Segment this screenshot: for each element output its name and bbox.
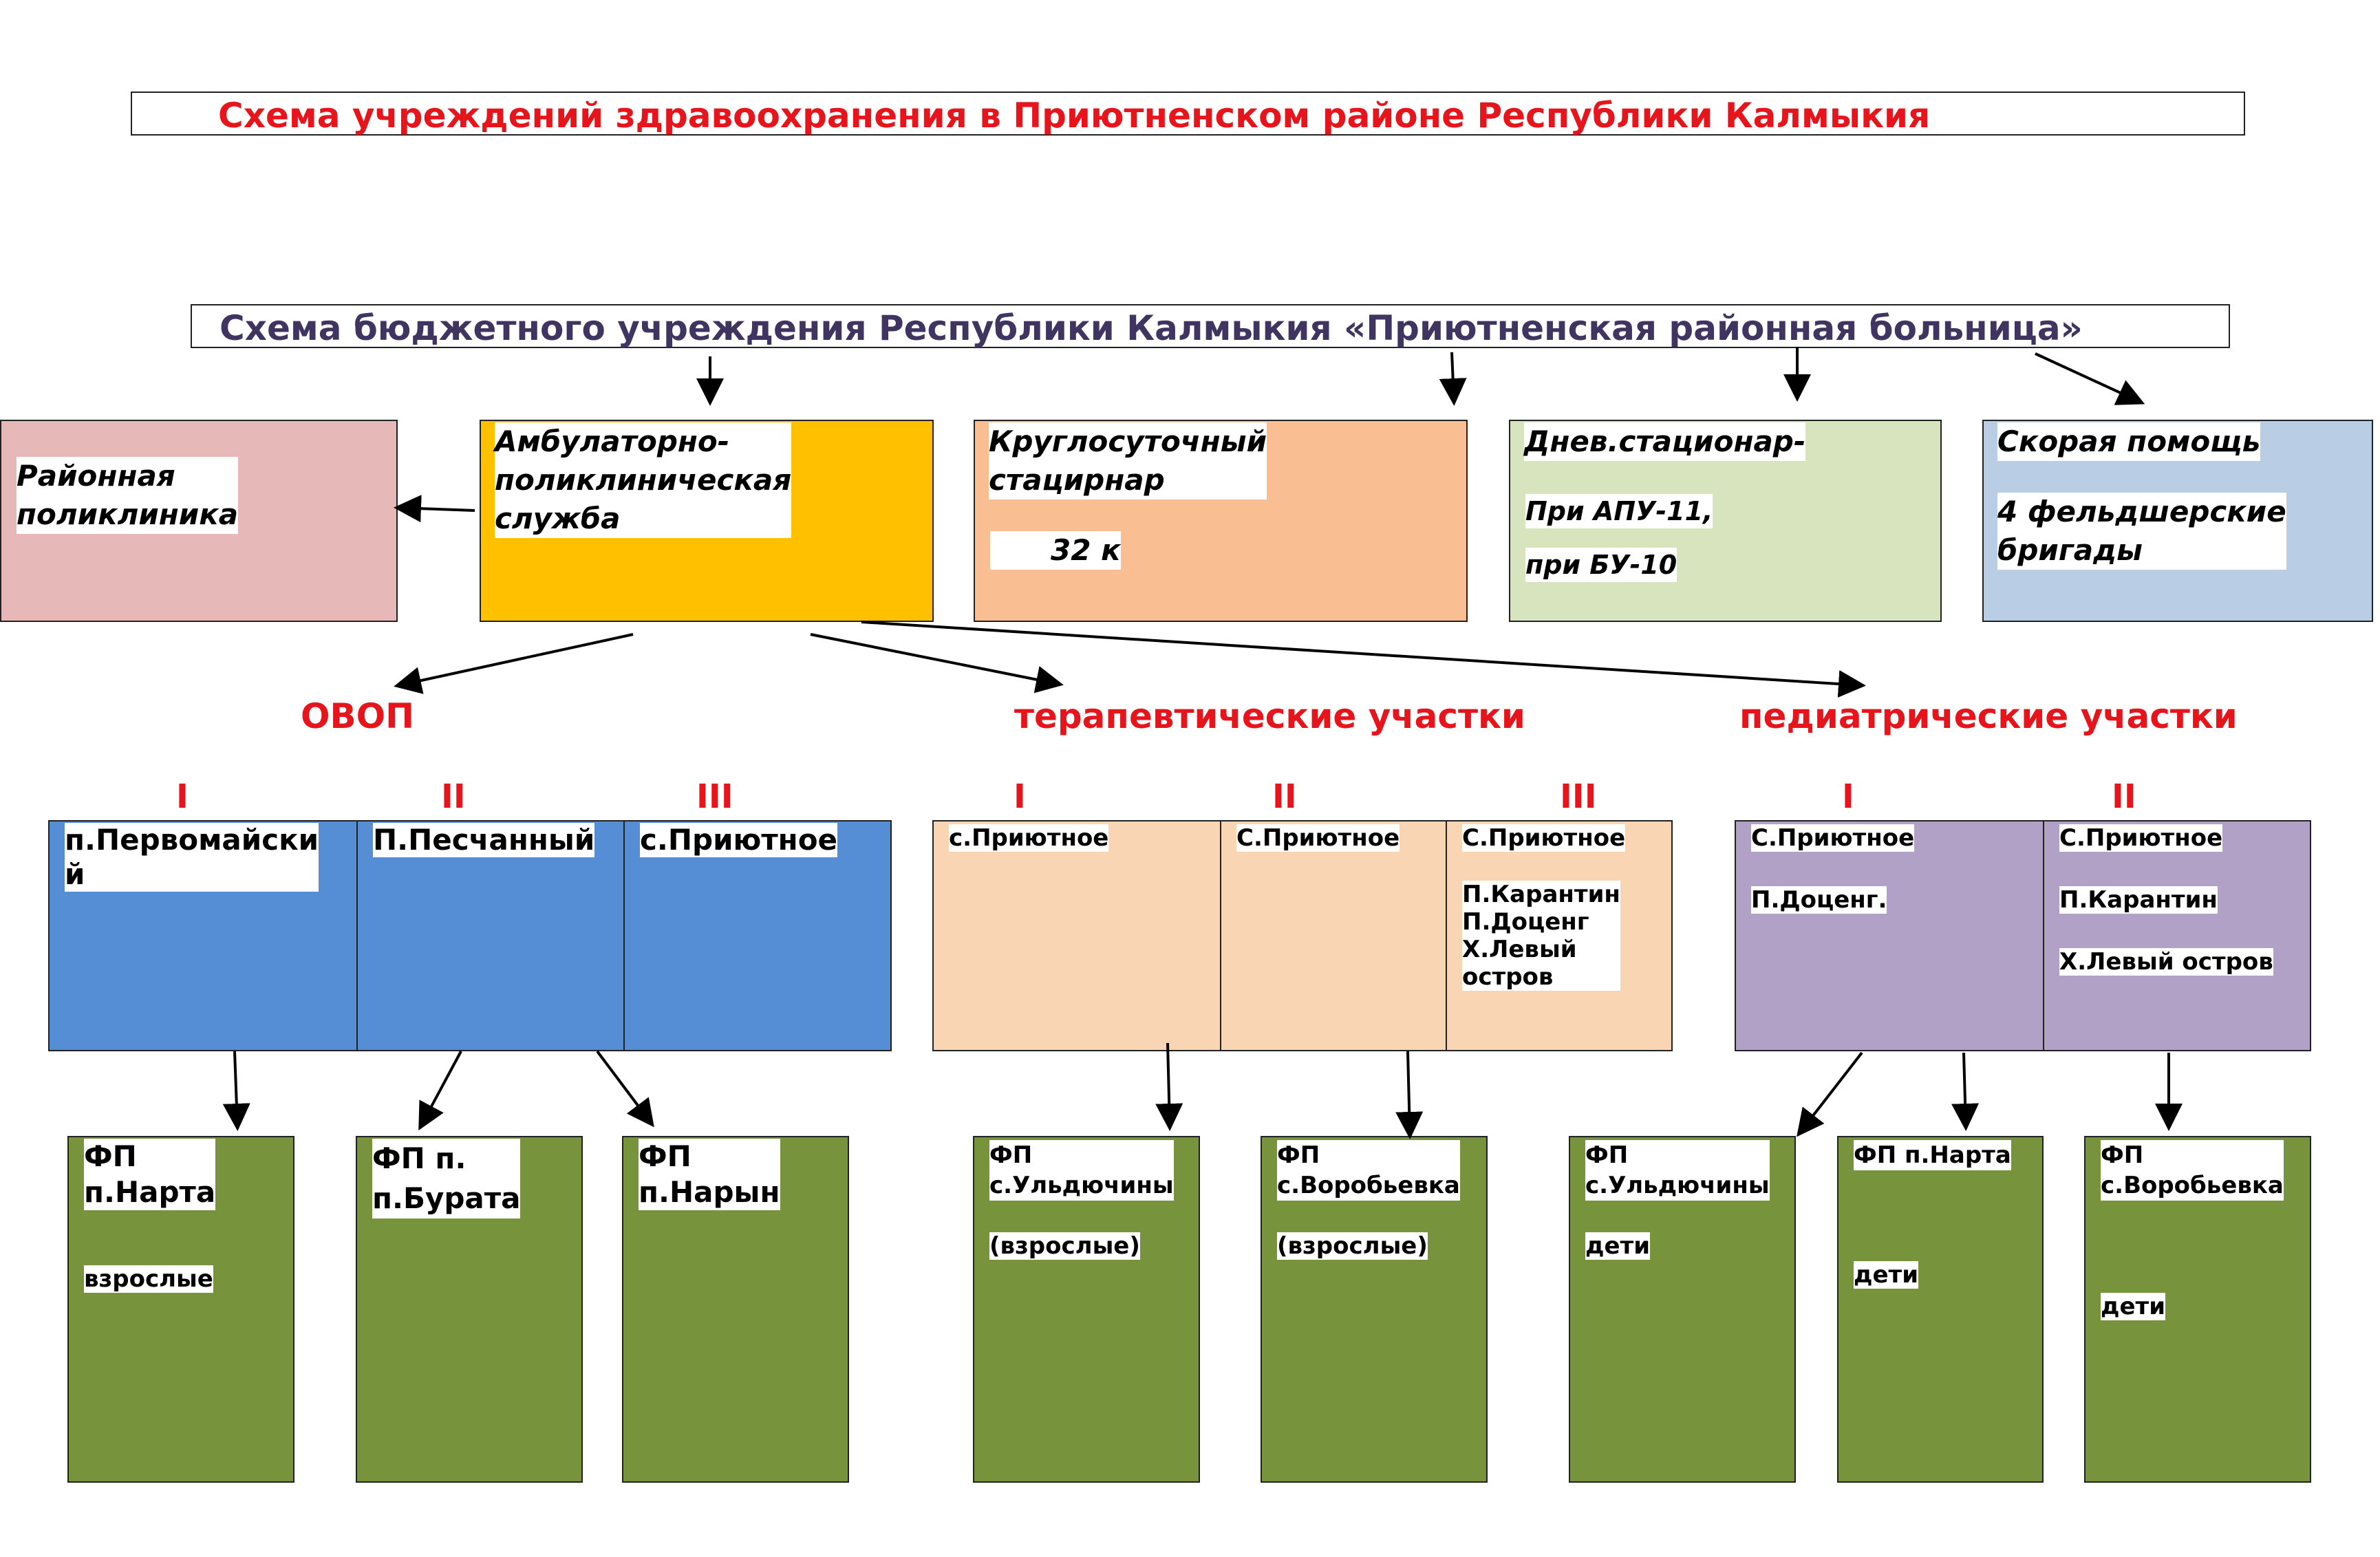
fp-box-1-note: взрослые: [84, 1265, 213, 1293]
arrow-pediatric1-to-fp6: [1797, 1051, 1863, 1137]
section-pediatric: педиатрические участки: [1739, 696, 2238, 736]
subtitle-box: Схема бюджетного учреждения Республики К…: [191, 304, 2230, 348]
fp-box-7-note: дети: [1854, 1261, 1919, 1289]
section-therapy: терапевтические участки: [1014, 696, 1525, 736]
pediatric-roman-2: II: [2112, 777, 2136, 816]
therapy-cell-3: С.Приютное П.Карантин П.Доценг Х.Левый о…: [1446, 820, 1673, 1051]
day-hospital-label: Днев.стационар-: [1524, 422, 1806, 461]
arrow-subtitle-to-inpatient: [1439, 352, 1467, 406]
outpatient-box: Амбулаторно- поликлиническая служба: [480, 420, 934, 622]
fp-box-4-note: (взрослые): [989, 1232, 1140, 1260]
pediatric-cell-2-village-1: П.Карантин: [2059, 886, 2218, 914]
fp-box-1: ФП п.Нарта взрослые: [67, 1136, 294, 1483]
arrow-outpatient-to-pediatric: [861, 621, 1866, 698]
fp-box-6: ФП с.Ульдючины дети: [1569, 1136, 1796, 1483]
therapy-cell-3-label: С.Приютное: [1462, 824, 1626, 852]
fp-box-3-title: ФП п.Нарын: [639, 1139, 780, 1210]
pediatric-cell-1-village: П.Доценг.: [1751, 886, 1887, 914]
fp-box-8-title: ФП с.Воробьевка: [2101, 1140, 2284, 1201]
fp-box-8: ФП с.Воробьевка дети: [2084, 1136, 2311, 1483]
outpatient-label: Амбулаторно- поликлиническая служба: [495, 422, 792, 538]
ovop-cell-1-label: п.Первомайски й: [65, 823, 319, 892]
arrow-outpatient-to-therapy: [810, 633, 1064, 694]
arrow-therapy1-to-fp4: [1155, 1042, 1183, 1131]
ovop-cell-2-label: П.Песчанный: [373, 823, 595, 857]
section-ovop: ОВОП: [301, 696, 414, 736]
therapy-cell-1-label: с.Приютное: [949, 824, 1109, 852]
inpatient-box: Круглосуточный стацирнар 32 к: [974, 420, 1468, 622]
fp-box-7-title: ФП п.Нарта: [1854, 1140, 2011, 1170]
pediatric-roman-1: I: [1842, 777, 1854, 816]
fp-box-5-note: (взрослые): [1277, 1232, 1428, 1260]
pediatric-cell-1-label: С.Приютное: [1751, 824, 1915, 852]
fp-box-5-title: ФП с.Воробьевка: [1277, 1140, 1460, 1201]
district-clinic-label: Районная поликлиника: [17, 457, 239, 534]
ovop-roman-1: I: [176, 777, 189, 816]
arrow-ovop1-to-fp1: [222, 1051, 250, 1131]
inpatient-beds: 32 к: [990, 531, 1121, 570]
fp-box-7: ФП п.Нарта дети: [1837, 1136, 2044, 1483]
therapy-cell-2: С.Приютное: [1220, 820, 1447, 1051]
arrow-therapy2-to-fp5: [1395, 1051, 1424, 1139]
ambulance-label: Скорая помощь: [1997, 422, 2261, 461]
day-hospital-bu: при БУ-10: [1525, 548, 1677, 582]
ovop-cell-2: П.Песчанный: [356, 820, 625, 1051]
ovop-cell-1: п.Первомайски й: [48, 820, 358, 1051]
pediatric-cell-2: С.Приютное П.Карантин Х.Левый остров: [2043, 820, 2311, 1051]
ambulance-brigades: 4 фельдшерские бригады: [1997, 493, 2286, 570]
arrow-outpatient-to-ovop: [394, 633, 634, 694]
ovop-roman-2: II: [441, 777, 466, 816]
pediatric-cell-2-village-2: Х.Левый остров: [2059, 948, 2273, 976]
district-clinic-box: Районная поликлиника: [0, 420, 398, 622]
day-hospital-box: Днев.стационар- При АПУ-11, при БУ-10: [1509, 420, 1942, 622]
title-box: Схема учреждений здравоохранения в Приют…: [131, 92, 2245, 136]
therapy-cell-1: с.Приютное: [932, 820, 1221, 1051]
diagram-title: Схема учреждений здравоохранения в Приют…: [218, 96, 1931, 136]
ovop-cell-3: с.Приютное: [623, 820, 892, 1051]
fp-box-1-title: ФП п.Нарта: [84, 1139, 216, 1210]
therapy-roman-1: I: [1014, 777, 1026, 816]
fp-box-6-note: дети: [1585, 1232, 1651, 1260]
inpatient-label: Круглосуточный стацирнар: [989, 422, 1267, 500]
day-hospital-apu: При АПУ-11,: [1525, 494, 1713, 528]
therapy-cell-3-villages: П.Карантин П.Доценг Х.Левый остров: [1462, 881, 1620, 991]
ambulance-box: Скорая помощь 4 фельдшерские бригады: [1982, 420, 2373, 622]
ovop-cell-3-label: с.Приютное: [640, 823, 838, 857]
therapy-roman-2: II: [1272, 777, 1297, 816]
arrow-outpatient-to-district-clinic: [394, 495, 475, 523]
fp-box-4: ФП с.Ульдючины (взрослые): [973, 1136, 1200, 1483]
ovop-roman-3: III: [696, 777, 733, 816]
fp-box-4-title: ФП с.Ульдючины: [989, 1140, 1174, 1201]
fp-box-2-title: ФП п. п.Бурата: [372, 1139, 521, 1218]
arrow-subtitle-to-ambulance: [2035, 352, 2145, 405]
fp-box-5: ФП с.Воробьевка (взрослые): [1261, 1136, 1488, 1483]
arrow-pediatric1-to-fp7: [1951, 1052, 1980, 1131]
arrow-ovop2-to-fp2: [418, 1051, 462, 1131]
fp-box-2: ФП п. п.Бурата: [356, 1136, 583, 1483]
pediatric-cell-2-label: С.Приютное: [2059, 824, 2223, 852]
fp-box-6-title: ФП с.Ульдючины: [1585, 1140, 1770, 1201]
fp-box-8-note: дети: [2101, 1293, 2166, 1320]
diagram-subtitle: Схема бюджетного учреждения Республики К…: [219, 308, 2083, 348]
fp-box-3: ФП п.Нарын: [622, 1136, 849, 1483]
arrow-ovop2-to-fp3: [596, 1050, 654, 1128]
therapy-roman-3: III: [1560, 777, 1597, 816]
therapy-cell-2-label: С.Приютное: [1236, 824, 1400, 852]
